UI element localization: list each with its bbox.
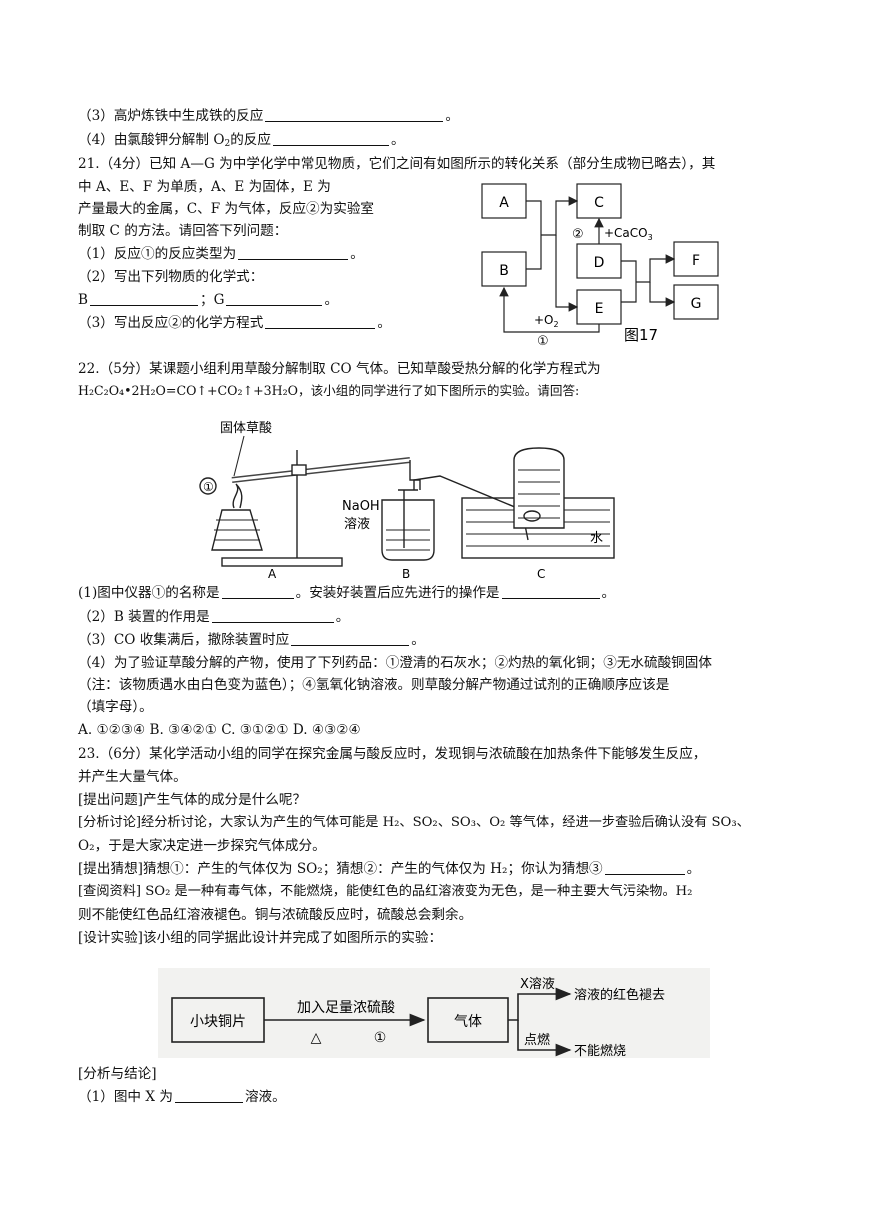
- q21-2-line: （2）写出下列物质的化学式：: [78, 269, 264, 285]
- answer-blank[interactable]: [265, 107, 444, 122]
- o2-label: +O2: [534, 313, 559, 329]
- q20-3-line: （3）高炉炼铁中生成铁的反应。: [78, 107, 459, 124]
- q23-discussion-2: O₂，于是大家决定进一步探究气体成分。: [78, 838, 326, 854]
- flow-ignite-label: 点燃: [524, 1032, 550, 1048]
- answer-blank[interactable]: [272, 131, 389, 146]
- answer-blank[interactable]: [265, 314, 376, 329]
- answer-blank[interactable]: [174, 1088, 243, 1103]
- q21-stem-3: 产量最大的金属，C、F 为气体，反应②为实验室: [78, 201, 375, 217]
- flow-x-solution-label: X溶液: [520, 977, 555, 992]
- answer-blank[interactable]: [221, 584, 294, 599]
- label-naoh: NaOH: [342, 499, 380, 514]
- experiment-flow-diagram: 小块铜片 加入足量浓硫酸 △ ① 气体 X溶液 溶液的红色褪去 点燃 不能燃烧: [158, 968, 710, 1059]
- flow-box-gas-label: 气体: [454, 1014, 482, 1030]
- q23-reference-1: [查阅资料] SO₂ 是一种有毒气体，不能燃烧，能使红色的品红溶液变为无色，是一…: [78, 884, 693, 899]
- q21-2-answers: B；G。: [78, 291, 339, 308]
- q22-options: A. ①②③④ B. ③④②① C. ③①②① D. ④③②④: [78, 722, 361, 738]
- q22-stem-1: 22.（5分）某课题小组利用草酸分解制取 CO 气体。已知草酸受热分解的化学方程…: [78, 361, 601, 377]
- reaction-2-label: ②: [572, 227, 584, 242]
- q21-stem-1: 21.（4分）已知 A—G 为中学化学中常见物质，它们之间有如图所示的转化关系（…: [78, 156, 716, 172]
- flow-step-1: ①: [374, 1030, 387, 1046]
- flow-svg: 小块铜片 加入足量浓硫酸 △ ① 气体 X溶液 溶液的红色褪去 点燃 不能燃烧: [158, 968, 710, 1059]
- q23-stem-1: 23.（6分）某化学活动小组的同学在探究金属与酸反应时，发现铜与浓硫酸在加热条件…: [78, 746, 707, 762]
- box-d-label: D: [594, 255, 605, 271]
- answer-blank[interactable]: [211, 608, 334, 623]
- apparatus-diagram: 固体草酸 ① NaOH 溶液 水 A B C: [192, 410, 622, 582]
- label-water: 水: [590, 531, 603, 546]
- answer-blank[interactable]: [291, 631, 410, 646]
- box-g-label: G: [691, 296, 702, 312]
- q21-1-line: （1）反应①的反应类型为。: [78, 245, 364, 262]
- box-c-label: C: [594, 195, 604, 211]
- box-b-label: B: [499, 263, 509, 279]
- label-solid-oxalic-acid: 固体草酸: [220, 421, 272, 436]
- flow-box-copper-label: 小块铜片: [190, 1014, 246, 1030]
- box-a-label: A: [499, 195, 509, 211]
- q20-4-line: （4）由氯酸钾分解制 O2的反应。: [78, 131, 405, 149]
- q21-stem-4: 制取 C 的方法。请回答下列问题：: [78, 223, 288, 239]
- flow-top-result: 溶液的红色褪去: [574, 987, 665, 1003]
- answer-blank[interactable]: [604, 860, 685, 875]
- apparatus-svg: 固体草酸 ① NaOH 溶液 水 A B C: [199, 421, 615, 581]
- figure-caption: 图17: [624, 326, 658, 344]
- label-instrument-1: ①: [203, 480, 214, 494]
- flow-bottom-result: 不能燃烧: [574, 1043, 626, 1058]
- q23-design: [设计实验]该小组的同学据此设计并完成了如图所示的实验：: [78, 930, 443, 946]
- answer-blank[interactable]: [501, 584, 600, 599]
- q23-question: [提出问题]产生气体的成分是什么呢？: [78, 792, 307, 808]
- q22-4-line-2: （注：该物质遇水由白色变为蓝色）；④氢氧化钠溶液。则草酸分解产物通过试剂的正确顺…: [78, 677, 670, 693]
- reaction-1-label: ①: [537, 334, 549, 349]
- q21-3-line: （3）写出反应②的化学方程式。: [78, 314, 391, 331]
- label-device-a: A: [268, 567, 277, 581]
- q22-1-line: (1)图中仪器①的名称是。安装好装置后应先进行的操作是。: [78, 584, 616, 601]
- q23-reference-2: 则不能使红色品红溶液褪色。铜与浓硫酸反应时，硫酸总会剩余。: [78, 907, 473, 923]
- caco3-label: +CaCO3: [604, 226, 653, 242]
- q23-discussion-1: [分析讨论]经分析讨论，大家认为产生的气体可能是 H₂、SO₂、SO₃、O₂ 等…: [78, 815, 750, 830]
- q22-2-line: （2）B 装置的作用是。: [78, 608, 350, 625]
- flow-heat-symbol: △: [311, 1030, 322, 1046]
- conversion-diagram: A B C D E F G ② +CaCO3 +O2 ① 图17: [474, 172, 722, 352]
- q23-analysis-heading: [分析与结论]: [78, 1066, 157, 1082]
- q22-equation: H₂C₂O₄•2H₂O=CO↑+CO₂↑+3H₂O，该小组的同学进行了如下图所示…: [78, 383, 580, 398]
- box-f-label: F: [692, 253, 700, 269]
- q22-4-line-3: （填字母）。: [78, 699, 153, 715]
- label-device-b: B: [402, 567, 410, 581]
- answer-blank-g[interactable]: [226, 291, 323, 306]
- flow-arrow-top-label: 加入足量浓硫酸: [297, 1000, 395, 1016]
- q23-1-line: （1）图中 X 为溶液。: [78, 1088, 286, 1105]
- answer-blank-b[interactable]: [90, 291, 198, 306]
- box-e-label: E: [595, 301, 604, 317]
- label-solution: 溶液: [344, 517, 370, 532]
- q22-3-line: （3）CO 收集满后，撤除装置时应。: [78, 631, 425, 648]
- q22-4-line-1: （4）为了验证草酸分解的产物，使用了下列药品：①澄清的石灰水；②灼热的氧化铜；③…: [78, 655, 712, 671]
- q23-hypothesis: [提出猜想]猜想①：产生的气体仅为 SO₂；猜想②：产生的气体仅为 H₂；你认为…: [78, 860, 701, 877]
- q23-stem-2: 并产生大量气体。: [78, 769, 187, 785]
- label-device-c: C: [537, 567, 545, 581]
- conversion-diagram-svg: A B C D E F G ② +CaCO3 +O2 ① 图17: [481, 183, 719, 349]
- q21-stem-2: 中 A、E、F 为单质，A、E 为固体，E 为: [78, 179, 331, 195]
- answer-blank[interactable]: [238, 245, 349, 260]
